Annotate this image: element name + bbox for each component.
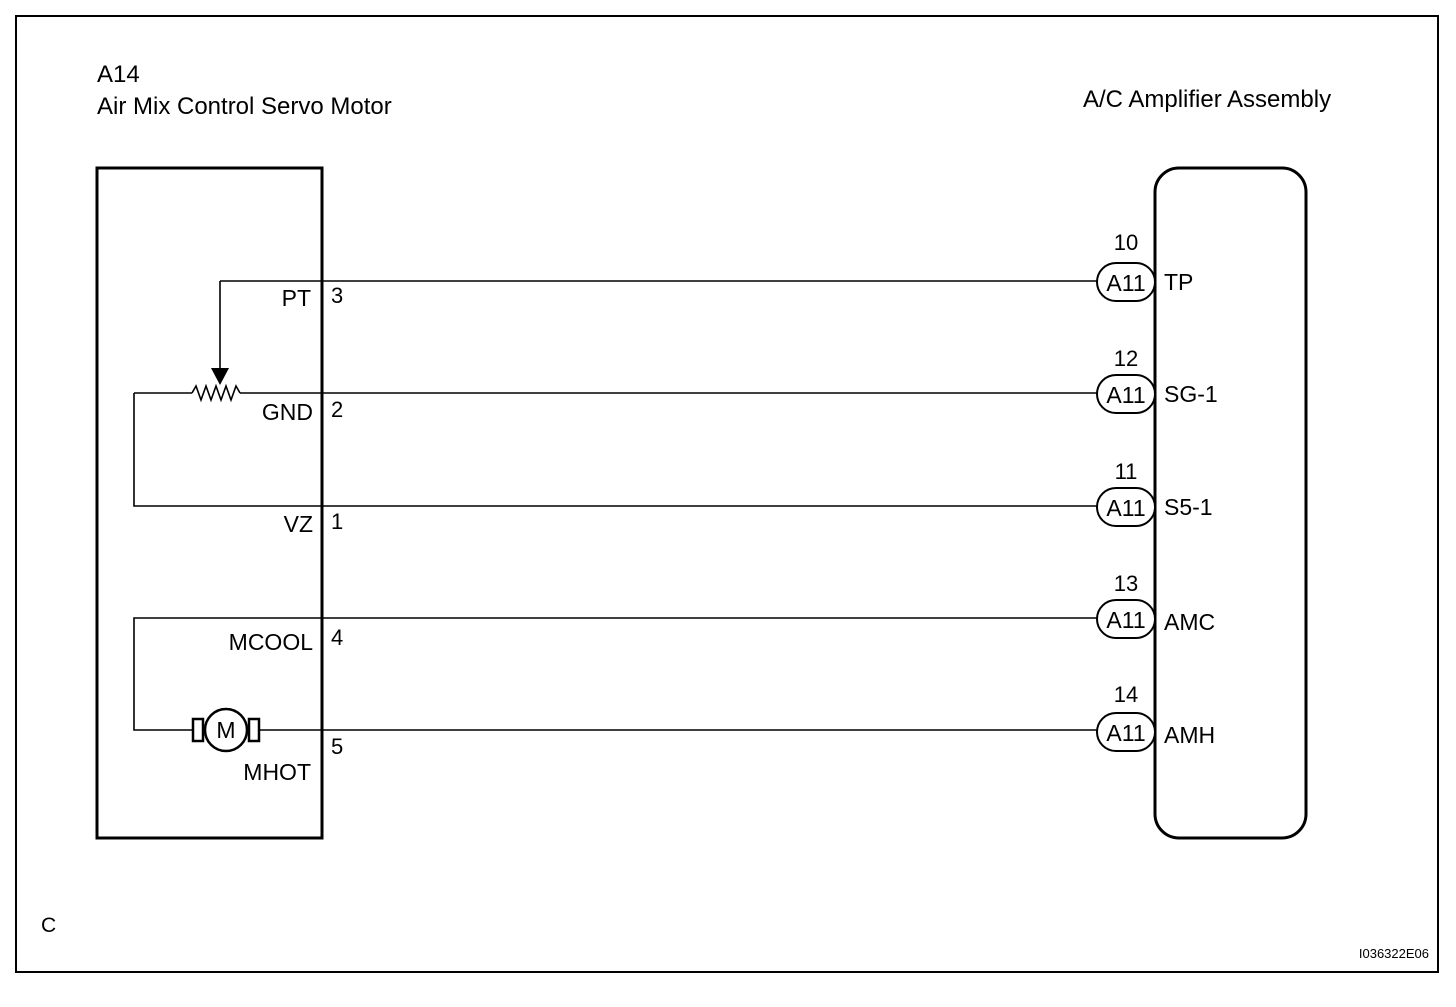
left-pin-5: 5 — [331, 734, 343, 759]
figure-id: I036322E06 — [1359, 946, 1429, 961]
wire-mcool-amc — [133, 617, 1097, 731]
amp-label-s51: S5-1 — [1164, 494, 1213, 520]
amp-label-amc: AMC — [1164, 609, 1215, 635]
component-code: A14 — [97, 61, 140, 88]
left-labels: PT GND VZ MCOOL MHOT — [229, 285, 314, 785]
amp-pin-11: 11 — [1115, 459, 1138, 484]
potentiometer-resistor-icon — [191, 383, 241, 403]
component-name: Air Mix Control Servo Motor — [97, 93, 392, 120]
connector-code-amc: A11 — [1106, 607, 1145, 633]
amp-label-sg1: SG-1 — [1164, 381, 1218, 407]
connector-amh: 14 A11 AMH — [1096, 682, 1215, 752]
left-pins: 3 2 1 4 5 — [331, 283, 343, 759]
amplifier-name: A/C Amplifier Assembly — [1083, 86, 1331, 113]
left-label-pt: PT — [282, 285, 311, 311]
connector-code-amh: A11 — [1106, 720, 1145, 746]
left-label-mhot: MHOT — [243, 759, 311, 785]
amp-label-tp: TP — [1164, 269, 1193, 295]
connector-s51: 11 A11 S5-1 — [1096, 459, 1213, 527]
amp-pin-10: 10 — [1114, 230, 1138, 255]
connector-sg1: 12 A11 SG-1 — [1096, 346, 1218, 414]
connector-amc: 13 A11 AMC — [1096, 571, 1215, 639]
servo-motor-box — [95, 166, 324, 840]
amp-pin-14: 14 — [1114, 682, 1138, 707]
left-pin-3: 3 — [331, 283, 343, 308]
connector-code-sg1: A11 — [1106, 382, 1145, 408]
wire-vz-s51 — [133, 393, 1097, 507]
connector-code-s51: A11 — [1106, 495, 1145, 521]
motor-icon: M — [191, 707, 261, 753]
left-pin-1: 1 — [331, 509, 343, 534]
wiper-arrow-icon — [211, 368, 229, 385]
left-label-vz: VZ — [284, 511, 313, 537]
left-label-mcool: MCOOL — [229, 629, 314, 655]
connector-tp: 10 A11 TP — [1096, 230, 1193, 302]
amp-label-amh: AMH — [1164, 722, 1215, 748]
corner-letter: C — [41, 914, 56, 937]
left-label-gnd: GND — [262, 399, 313, 425]
left-pin-2: 2 — [331, 397, 343, 422]
amp-pin-12: 12 — [1114, 346, 1138, 371]
diagram-frame — [15, 15, 1439, 973]
amp-pin-13: 13 — [1114, 571, 1138, 596]
connector-code-tp: A11 — [1106, 270, 1145, 296]
left-pin-4: 4 — [331, 625, 343, 650]
motor-label: M — [216, 717, 235, 743]
